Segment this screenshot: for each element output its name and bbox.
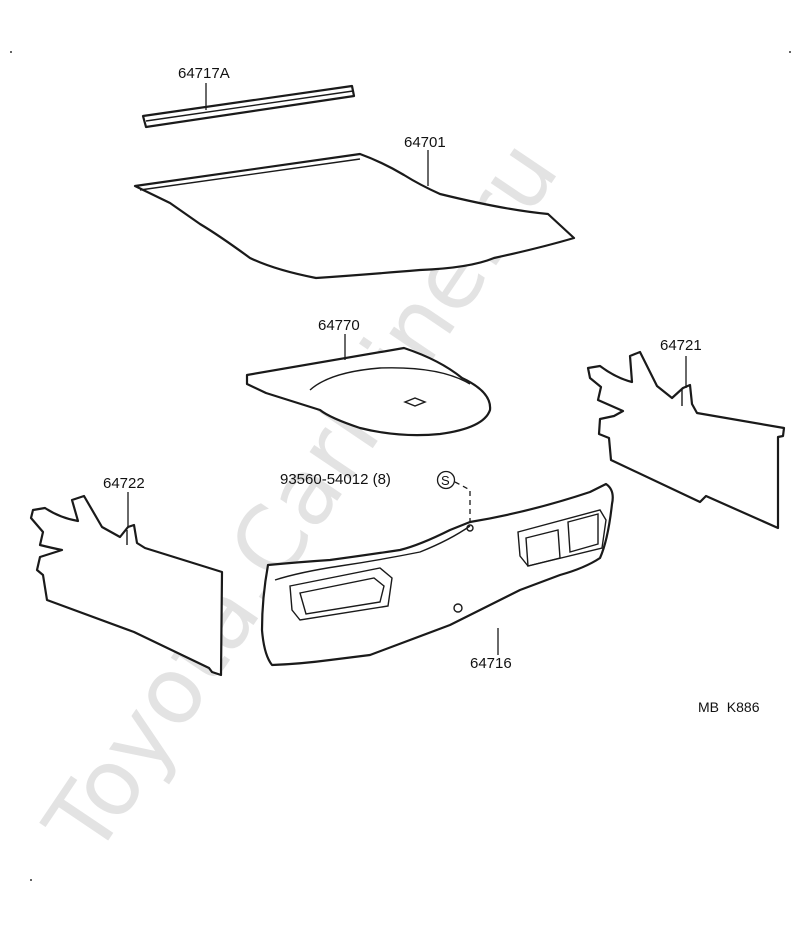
part-64722-side-trim[interactable] <box>29 494 224 677</box>
part-64721-side-trim[interactable] <box>586 350 786 530</box>
s-symbol-icon: S <box>436 470 456 490</box>
label-64716[interactable]: 64716 <box>470 655 512 672</box>
diagram-code: MB K886 <box>698 699 760 715</box>
label-64721[interactable]: 64721 <box>660 337 702 354</box>
scan-dot <box>30 879 32 881</box>
label-64770[interactable]: 64770 <box>318 317 360 334</box>
svg-text:S: S <box>441 473 450 488</box>
label-64717a[interactable]: 64717A <box>178 65 230 82</box>
label-64722[interactable]: 64722 <box>103 475 145 492</box>
scan-dot <box>10 51 12 53</box>
label-screw-93560[interactable]: 93560-54012 (8) <box>280 471 391 488</box>
part-64716-back-panel[interactable] <box>260 482 614 667</box>
label-64701[interactable]: 64701 <box>404 134 446 151</box>
leader-screw-dashed <box>454 481 471 526</box>
part-64701-mat[interactable] <box>133 152 576 280</box>
part-64717a-strip[interactable] <box>141 84 356 129</box>
part-64770-cover[interactable] <box>245 346 492 437</box>
scan-dot <box>789 51 791 53</box>
